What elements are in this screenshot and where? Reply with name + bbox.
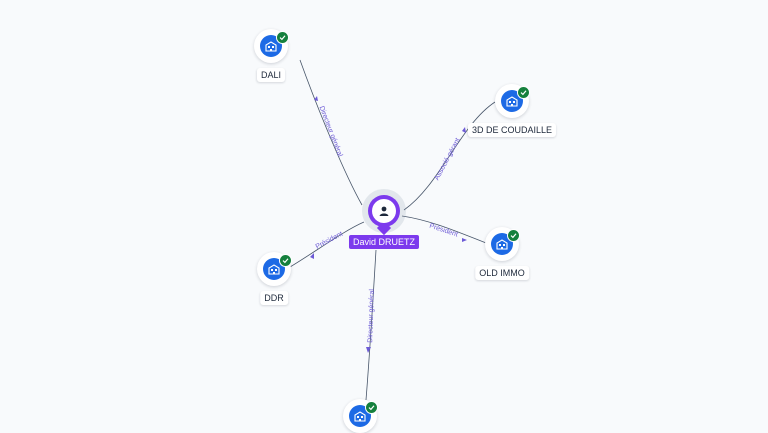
- check-icon: [517, 86, 530, 99]
- edge-label-dali: Directeur général: [318, 105, 344, 158]
- edge-arrow-3d-de-coudaille: [462, 127, 466, 133]
- check-icon: [276, 31, 289, 44]
- edge-dali: [299, 59, 363, 206]
- edge-label-ddr: Président: [315, 231, 344, 251]
- check-icon: [279, 254, 292, 267]
- person-name[interactable]: David DRUETZ: [348, 235, 420, 249]
- edge-label-bottom-company: Directeur général: [367, 289, 376, 343]
- edge-ddr: [289, 221, 365, 268]
- edge-3d-de-coudaille: [403, 101, 496, 211]
- person-icon: [372, 199, 396, 223]
- check-icon: [365, 401, 378, 414]
- company-name[interactable]: DALI: [256, 68, 286, 82]
- edge-label-old-immo: Président: [428, 223, 458, 239]
- company-name[interactable]: 3D DE COUDAILLE: [467, 123, 557, 137]
- edge-arrow-dali: [314, 96, 318, 101]
- edge-label-3d-de-coudaille: Associé-gérant: [434, 137, 462, 182]
- company-name[interactable]: DDR: [260, 291, 288, 305]
- edge-old-immo: [401, 215, 487, 244]
- edge-arrow-old-immo: [462, 238, 467, 242]
- company-name[interactable]: OLD IMMO: [475, 266, 529, 280]
- check-icon: [507, 229, 520, 242]
- edge-bottom-company: [365, 249, 377, 401]
- edge-arrow-bottom-company: [366, 347, 371, 353]
- edge-arrow-ddr: [310, 253, 314, 259]
